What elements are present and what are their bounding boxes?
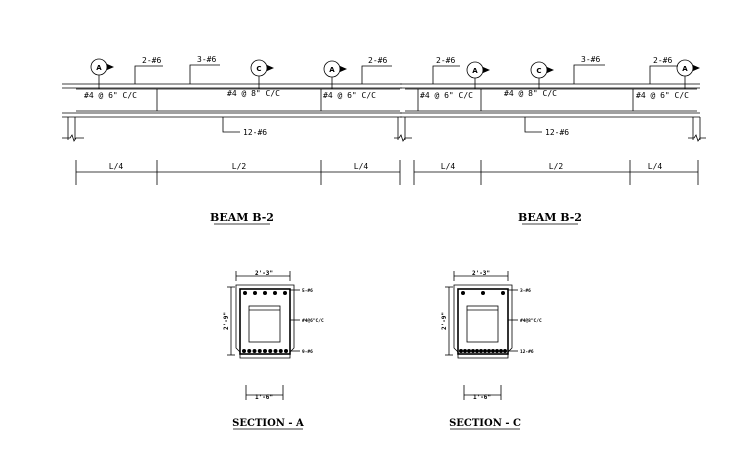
rebar-dot <box>278 349 283 353</box>
rebar-dot <box>273 349 278 353</box>
top-bars <box>461 291 505 295</box>
rebar-dot <box>273 291 277 295</box>
marker-label: C <box>256 65 261 73</box>
beam-title: BEAM B-2 <box>210 211 274 224</box>
bottom-bar-label: 12-#6 <box>545 128 569 137</box>
bottom-bars <box>242 349 288 353</box>
marker-label: A <box>329 66 335 74</box>
width-dimension: 2'-3" <box>255 270 273 277</box>
rebar-dot <box>257 349 262 353</box>
beam-elevation-2: A C A 2-#6 3-#6 2-#6 #4 @ 6" C/C #4 @ 8"… <box>400 55 706 225</box>
rebar-dot <box>463 349 467 353</box>
marker-label: A <box>96 64 102 72</box>
span-label: L/4 <box>441 162 456 171</box>
rebar-dot <box>481 291 485 295</box>
stirrup-label: #4 @ 6" C/C <box>84 91 137 100</box>
rebar-dot <box>461 291 465 295</box>
top-bar-label: 2-#6 <box>653 56 672 65</box>
marker-label: C <box>536 67 541 75</box>
rebar-dot <box>252 349 257 353</box>
top-bar-label: 3-#6 <box>520 288 531 294</box>
section-title: SECTION - C <box>449 418 521 429</box>
web-dimension: 1'-6" <box>255 394 273 401</box>
rebar-dot <box>483 349 487 353</box>
rebar-dot <box>242 349 246 353</box>
section-marker-a[interactable]: A <box>466 61 490 89</box>
top-bar-label: 2-#6 <box>368 56 387 65</box>
stirrup-label: #4 @ 6" C/C <box>420 91 473 100</box>
beam-elevation-1: A C A 2-#6 3-#6 2-#6 #4 @ 6" C/C #4 @ 8"… <box>62 55 412 225</box>
rebar-dot <box>487 349 491 353</box>
rebar-dot <box>268 349 273 353</box>
rebar-dot <box>459 349 463 353</box>
top-bar-label: 5-#6 <box>302 288 313 294</box>
stirrup-label: #4 @ 6" C/C <box>323 91 376 100</box>
web-dimension: 1'-6" <box>473 394 491 401</box>
top-bar-label: 3-#6 <box>581 55 600 64</box>
rebar-dot <box>499 349 503 353</box>
marker-label: A <box>472 67 478 75</box>
rebar-dot <box>491 349 495 353</box>
top-bars <box>243 291 287 295</box>
rebar-dot <box>263 349 267 353</box>
section-marker-c[interactable]: C <box>530 61 554 89</box>
rebar-dot <box>495 349 499 353</box>
section-marker-c[interactable]: C <box>250 59 274 89</box>
stirrup-label: #4 @ 8" C/C <box>504 89 557 98</box>
span-label: L/2 <box>232 162 247 171</box>
section-marker-a[interactable]: A <box>323 60 347 89</box>
width-dimension: 2'-3" <box>472 270 490 277</box>
rebar-dot <box>253 291 257 295</box>
section-marker-a[interactable]: A <box>90 58 114 89</box>
rebar-dot <box>467 349 471 353</box>
depth-dimension: 2'-9" <box>441 312 448 330</box>
rebar-dot <box>501 291 505 295</box>
section-marker-a[interactable]: A <box>676 59 700 89</box>
top-bar-label: 3-#6 <box>197 55 216 64</box>
rebar-dot <box>479 349 483 353</box>
rebar-dot <box>284 349 288 353</box>
stirrup-label: #4 @ 6" C/C <box>636 91 689 100</box>
span-label: L/4 <box>354 162 369 171</box>
stirrup-label: #4@8"C/C <box>520 318 542 324</box>
rebar-dot <box>283 291 287 295</box>
marker-label: A <box>682 65 688 73</box>
span-label: L/2 <box>549 162 564 171</box>
bottom-bar-label: 9-#6 <box>302 349 313 355</box>
bottom-bar-label: 12-#6 <box>520 349 534 355</box>
span-label: L/4 <box>648 162 663 171</box>
top-bar-label: 2-#6 <box>142 56 161 65</box>
span-label: L/4 <box>109 162 124 171</box>
rebar-dot <box>243 291 247 295</box>
rebar-dot <box>247 349 252 353</box>
depth-dimension: 2'-9" <box>223 312 230 330</box>
stirrup-label: #4@6"C/C <box>302 318 324 324</box>
rebar-dot <box>475 349 479 353</box>
bottom-bar-label: 12-#6 <box>243 128 267 137</box>
cross-section-c: 2'-3" 2'-9" 3-#6 #4@8"C/C 12-#6 1'-6" SE… <box>441 270 542 430</box>
rebar-dot <box>471 349 475 353</box>
rebar-dot <box>263 291 267 295</box>
cross-section-a: 2'-3" 2'-9" 5-#6 #4@6"C/C 9-#6 1'-6" SEC… <box>223 270 324 430</box>
bottom-bars <box>459 349 507 353</box>
rebar-dot <box>503 349 507 353</box>
section-title: SECTION - A <box>232 418 304 429</box>
top-bar-label: 2-#6 <box>436 56 455 65</box>
stirrup-label: #4 @ 8" C/C <box>227 89 280 98</box>
beam-title: BEAM B-2 <box>518 211 582 224</box>
